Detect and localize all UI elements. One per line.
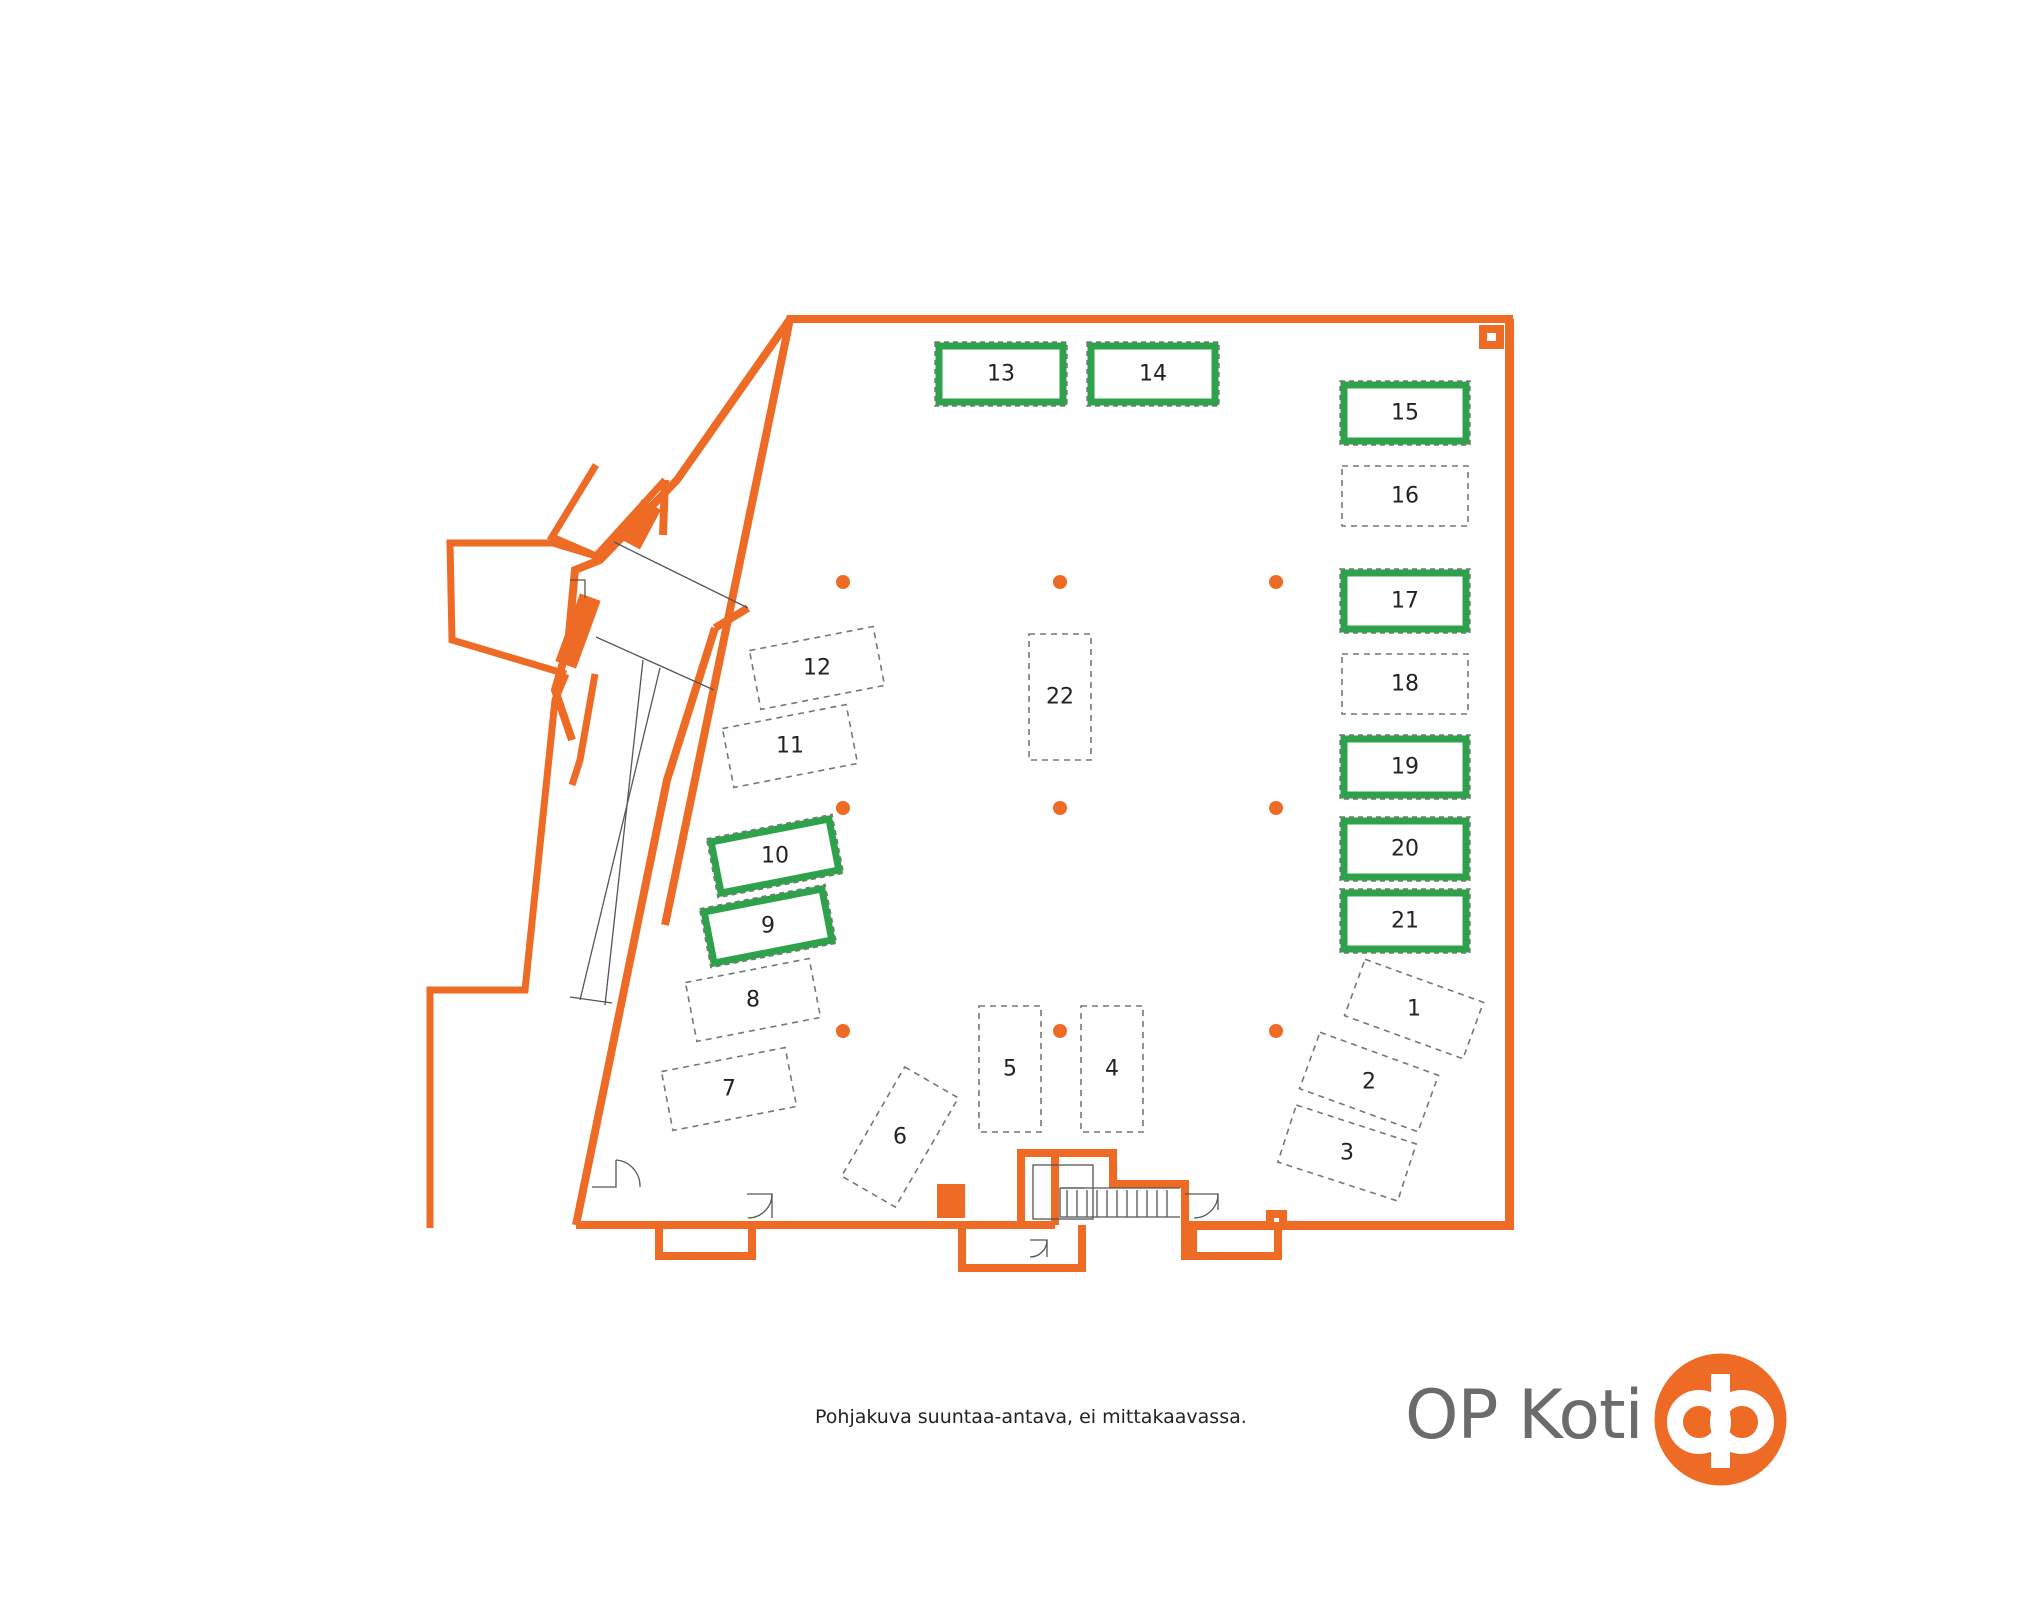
parking-spot-highlight <box>1340 817 1470 881</box>
parking-spot-label: 9 <box>761 914 775 939</box>
parking-spot-highlight <box>1340 735 1470 799</box>
parking-spot-outline <box>840 1065 960 1209</box>
parking-spot: 2 <box>1298 1031 1440 1133</box>
parking-spot-outline <box>978 1005 1042 1133</box>
parking-spot-label: 2 <box>1362 1070 1376 1095</box>
parking-spot: 7 <box>660 1046 798 1132</box>
parking-spot-label: 1 <box>1407 997 1421 1022</box>
parking-spot-outline <box>1343 958 1485 1060</box>
parking-spot: 10 <box>705 813 845 899</box>
parking-spot-outline <box>660 1046 798 1132</box>
parking-spot: 3 <box>1276 1103 1418 1203</box>
pillar <box>1053 1024 1067 1038</box>
disclaimer-text: Pohjakuva suuntaa-antava, ei mittakaavas… <box>815 1406 1247 1428</box>
parking-spot: 13 <box>934 341 1068 407</box>
parking-spot: 15 <box>1339 380 1471 446</box>
parking-spot-highlight <box>707 814 843 898</box>
pillar <box>1269 801 1283 815</box>
pillars <box>836 575 1283 1038</box>
pillar <box>836 575 850 589</box>
parking-spot-label: 18 <box>1391 672 1419 697</box>
pillar <box>1053 575 1067 589</box>
parking-spot: 12 <box>748 625 886 711</box>
parking-spot-label: 12 <box>803 656 831 681</box>
parking-spot-outline <box>721 703 859 789</box>
parking-spot-label: 20 <box>1391 837 1419 862</box>
pillar <box>1053 801 1067 815</box>
parking-spot-outline <box>705 813 845 899</box>
parking-spot-highlight <box>1340 569 1470 633</box>
parking-spot-outline <box>1339 816 1471 882</box>
parking-spot-label: 21 <box>1391 909 1419 934</box>
parking-spot-label: 13 <box>987 362 1015 387</box>
parking-spot: 6 <box>840 1065 960 1209</box>
parking-spot-label: 10 <box>761 844 789 869</box>
op-logo-icon <box>1654 1353 1787 1486</box>
parking-spot-outline <box>1298 1031 1440 1133</box>
parking-spot: 5 <box>978 1005 1042 1133</box>
parking-spot-outline <box>1341 653 1469 715</box>
walls <box>426 315 1514 1272</box>
parking-spot: 18 <box>1341 653 1469 715</box>
parking-spot: 21 <box>1339 888 1471 954</box>
parking-spot-label: 17 <box>1391 589 1419 614</box>
parking-spot: 14 <box>1086 341 1220 407</box>
parking-spot: 22 <box>1028 633 1092 761</box>
parking-spot-label: 14 <box>1139 362 1167 387</box>
parking-spot-outline <box>1339 380 1471 446</box>
brand-name: OP Koti <box>1405 1376 1644 1455</box>
parking-spot-highlight <box>1340 889 1470 953</box>
parking-spot-outline <box>1080 1005 1144 1133</box>
parking-spot-outline <box>1086 341 1220 407</box>
pillar <box>836 1024 850 1038</box>
parking-spot-outline <box>1276 1103 1418 1203</box>
parking-spot: 1 <box>1343 958 1485 1060</box>
parking-spot-label: 16 <box>1391 484 1419 509</box>
parking-spot-outline <box>1339 568 1471 634</box>
parking-spot-label: 11 <box>776 734 804 759</box>
pillar <box>1269 1024 1283 1038</box>
parking-spot-label: 4 <box>1105 1057 1119 1082</box>
parking-spot-outline <box>1339 734 1471 800</box>
parking-spot: 8 <box>684 957 822 1043</box>
parking-spot-highlight <box>935 342 1067 406</box>
parking-spot-highlight <box>1087 342 1219 406</box>
parking-spot: 16 <box>1341 465 1469 527</box>
pillar <box>836 801 850 815</box>
parking-spot-outline <box>1028 633 1092 761</box>
parking-spot-highlight <box>700 884 836 968</box>
interior-details <box>569 541 1219 1258</box>
parking-spot: 17 <box>1339 568 1471 634</box>
pillar <box>1269 575 1283 589</box>
parking-spot-outline <box>684 957 822 1043</box>
parking-spot-label: 15 <box>1391 401 1419 426</box>
parking-spot-label: 7 <box>722 1077 736 1102</box>
parking-spot-outline <box>698 883 838 969</box>
parking-spot-outline <box>748 625 886 711</box>
parking-spot-outline <box>1341 465 1469 527</box>
parking-spot: 11 <box>721 703 859 789</box>
parking-spot-label: 3 <box>1340 1141 1354 1166</box>
parking-spot: 19 <box>1339 734 1471 800</box>
parking-spot-label: 6 <box>893 1125 907 1150</box>
parking-spot-label: 19 <box>1391 755 1419 780</box>
parking-spot-label: 5 <box>1003 1057 1017 1082</box>
parking-spot-outline <box>1339 888 1471 954</box>
parking-spot-outline <box>934 341 1068 407</box>
parking-spot-highlight <box>1340 381 1470 445</box>
parking-spot-label: 22 <box>1046 685 1074 710</box>
parking-spot: 20 <box>1339 816 1471 882</box>
parking-spot-label: 8 <box>746 988 760 1013</box>
parking-spot: 9 <box>698 883 838 969</box>
parking-spot: 4 <box>1080 1005 1144 1133</box>
